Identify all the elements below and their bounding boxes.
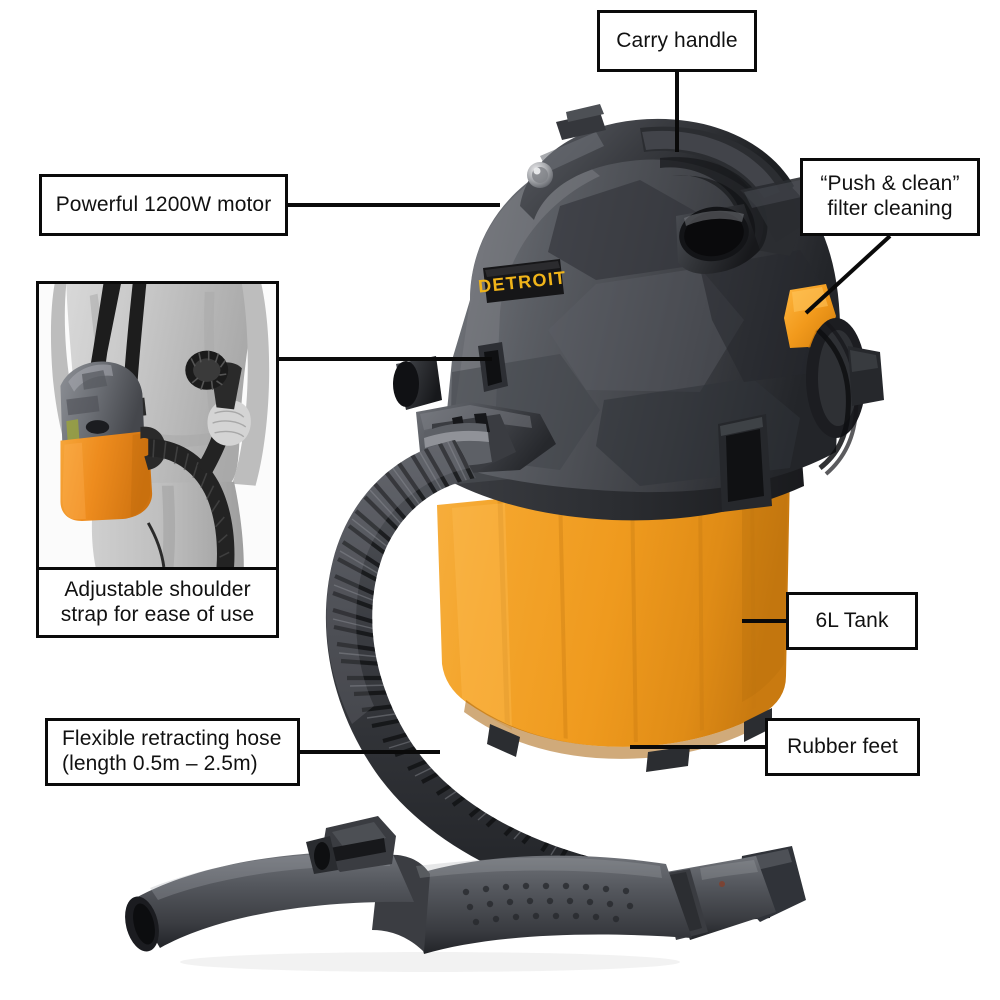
callout-shoulder-strap-line-1: Adjustable shoulder bbox=[64, 577, 251, 601]
tank-latch bbox=[718, 414, 772, 512]
inset-brush-nozzle bbox=[185, 350, 242, 410]
rubber-feet-art bbox=[487, 708, 772, 772]
callout-motor[interactable]: Powerful 1200W motor bbox=[39, 174, 288, 236]
side-inlet-port bbox=[393, 356, 442, 410]
callout-tank[interactable]: 6L Tank bbox=[786, 592, 918, 650]
callout-hose-line-2: (length 0.5m – 2.5m) bbox=[62, 752, 258, 775]
wand-clip bbox=[306, 816, 396, 874]
callout-tank-line-1: 6L Tank bbox=[815, 608, 889, 632]
callout-hose[interactable]: Flexible retracting hose (length 0.5m – … bbox=[45, 718, 300, 786]
callout-push-clean[interactable]: “Push & clean” filter cleaning bbox=[800, 158, 980, 236]
callout-push-clean-line-1: “Push & clean” bbox=[820, 172, 960, 196]
callout-carry-handle[interactable]: Carry handle bbox=[597, 10, 757, 72]
callout-push-clean-line-2: filter cleaning bbox=[827, 197, 953, 220]
cord-wrap bbox=[806, 318, 884, 476]
inset-hand bbox=[207, 400, 251, 446]
blower-port bbox=[676, 204, 760, 274]
callout-rubber-feet[interactable]: Rubber feet bbox=[765, 718, 920, 776]
callout-shoulder-strap[interactable]: Adjustable shoulder strap for ease of us… bbox=[36, 570, 279, 638]
tank-body bbox=[437, 470, 790, 759]
callout-hose-line-1: Flexible retracting hose bbox=[62, 727, 282, 751]
callout-shoulder-strap-line-2: strap for ease of use bbox=[60, 602, 255, 626]
wand-handle bbox=[125, 816, 806, 954]
brand-logo: DETROIT bbox=[477, 259, 568, 303]
shoulder-strap-inset-photo bbox=[36, 281, 279, 570]
motor-housing: DETROIT bbox=[393, 104, 884, 521]
callout-motor-line-1: Powerful 1200W motor bbox=[55, 192, 272, 216]
callout-carry-handle-line-1: Carry handle bbox=[616, 28, 738, 52]
callout-rubber-feet-line-1: Rubber feet bbox=[787, 734, 898, 758]
inset-illustration bbox=[39, 284, 276, 567]
